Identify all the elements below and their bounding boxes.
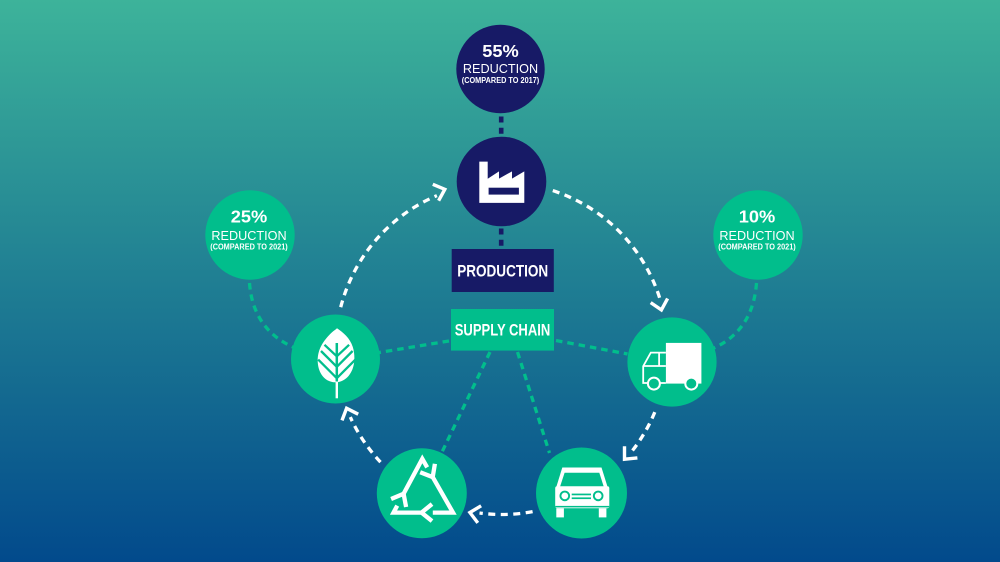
svg-text:PRODUCTION: PRODUCTION — [457, 263, 548, 281]
svg-text:55%: 55% — [482, 41, 519, 61]
svg-text:REDUCTION: REDUCTION — [463, 61, 538, 76]
svg-text:(COMPARED TO 2021): (COMPARED TO 2021) — [718, 241, 796, 251]
svg-text:(COMPARED TO 2017): (COMPARED TO 2017) — [462, 75, 540, 85]
svg-text:SUPPLY CHAIN: SUPPLY CHAIN — [455, 322, 551, 340]
svg-text:(COMPARED TO 2021): (COMPARED TO 2021) — [210, 241, 288, 251]
svg-text:REDUCTION: REDUCTION — [719, 228, 794, 243]
svg-text:25%: 25% — [231, 206, 268, 226]
svg-text:10%: 10% — [739, 206, 776, 226]
svg-text:REDUCTION: REDUCTION — [211, 228, 286, 243]
